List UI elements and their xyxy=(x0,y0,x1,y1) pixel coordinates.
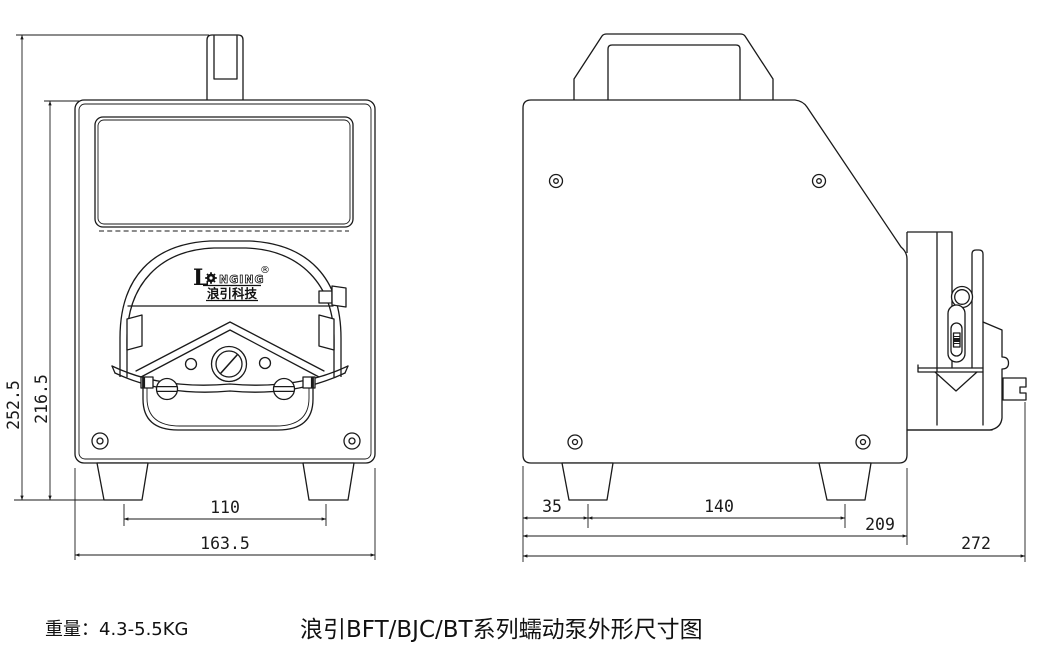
side-screw-top-left xyxy=(548,173,564,189)
dim-body-height: 216.5 xyxy=(32,374,51,424)
tube-bed-block xyxy=(906,321,1003,431)
side-screw-bottom-right xyxy=(855,434,871,450)
side-foot-right xyxy=(818,462,872,501)
front-dimensions: 252.5 216.5 110 163.5 xyxy=(4,34,376,560)
tube-clamp-knob xyxy=(318,285,347,308)
dim-feet-spacing-side: 140 xyxy=(704,497,734,516)
dim-total-height: 252.5 xyxy=(4,380,23,430)
side-dimensions: 35 140 209 272 xyxy=(522,402,1026,562)
side-pump-head xyxy=(906,231,1027,431)
head-screw-right xyxy=(272,377,296,401)
logo-subtitle: 浪引科技 xyxy=(207,286,258,301)
side-view: 35 140 209 272 xyxy=(522,33,1027,562)
front-pump-head: L NGING ® 浪引科技 xyxy=(111,240,349,431)
registered-mark: ® xyxy=(260,265,270,276)
logo-initial: L xyxy=(193,265,208,291)
side-handle xyxy=(573,33,774,101)
dim-total-depth: 272 xyxy=(961,534,991,553)
pilot-hole-left xyxy=(184,357,198,371)
pump-head-lower-plate xyxy=(142,383,314,431)
side-screw-top-right xyxy=(811,173,827,189)
title-block: 重量：4.3-5.5KG 浪引BFT/BJC/BT系列蠕动泵外形尺寸图 xyxy=(45,617,703,643)
front-handle xyxy=(206,34,244,100)
side-screw-bottom-left xyxy=(567,434,583,450)
front-foot-right xyxy=(302,462,355,501)
brand-logo: L NGING ® 浪引科技 xyxy=(193,265,270,302)
v-notch xyxy=(917,364,984,392)
retainer-finger xyxy=(971,249,984,426)
chevron-cover xyxy=(135,321,325,378)
drawing-title: 浪引BFT/BJC/BT系列蠕动泵外形尺寸图 xyxy=(300,617,703,643)
lever-slot xyxy=(947,304,966,363)
dim-foot-offset: 35 xyxy=(542,497,562,516)
dim-body-depth: 209 xyxy=(865,515,895,534)
right-lever-tab xyxy=(318,314,335,351)
left-lever-tab xyxy=(126,314,143,351)
latch-squares xyxy=(140,376,316,389)
side-body xyxy=(522,99,908,464)
side-stub xyxy=(1001,356,1010,370)
head-screw-left xyxy=(155,377,179,401)
rotor-shaft-knob xyxy=(210,345,248,383)
tube-ring xyxy=(950,285,974,309)
front-view: L NGING ® 浪引科技 xyxy=(4,34,376,560)
weight-label: 重量：4.3-5.5KG xyxy=(45,619,189,640)
connector-port xyxy=(1002,377,1027,401)
front-display-screen xyxy=(94,116,354,232)
pilot-hole-right xyxy=(258,356,272,370)
front-case-screw-left xyxy=(91,432,109,450)
dim-body-width: 163.5 xyxy=(200,534,250,553)
dim-feet-spacing-front: 110 xyxy=(210,498,240,517)
front-case-screw-right xyxy=(343,432,361,450)
gear-icon xyxy=(205,272,217,284)
logo-text: NGING xyxy=(219,273,265,286)
side-foot-left xyxy=(561,462,614,501)
front-foot-left xyxy=(96,462,149,501)
